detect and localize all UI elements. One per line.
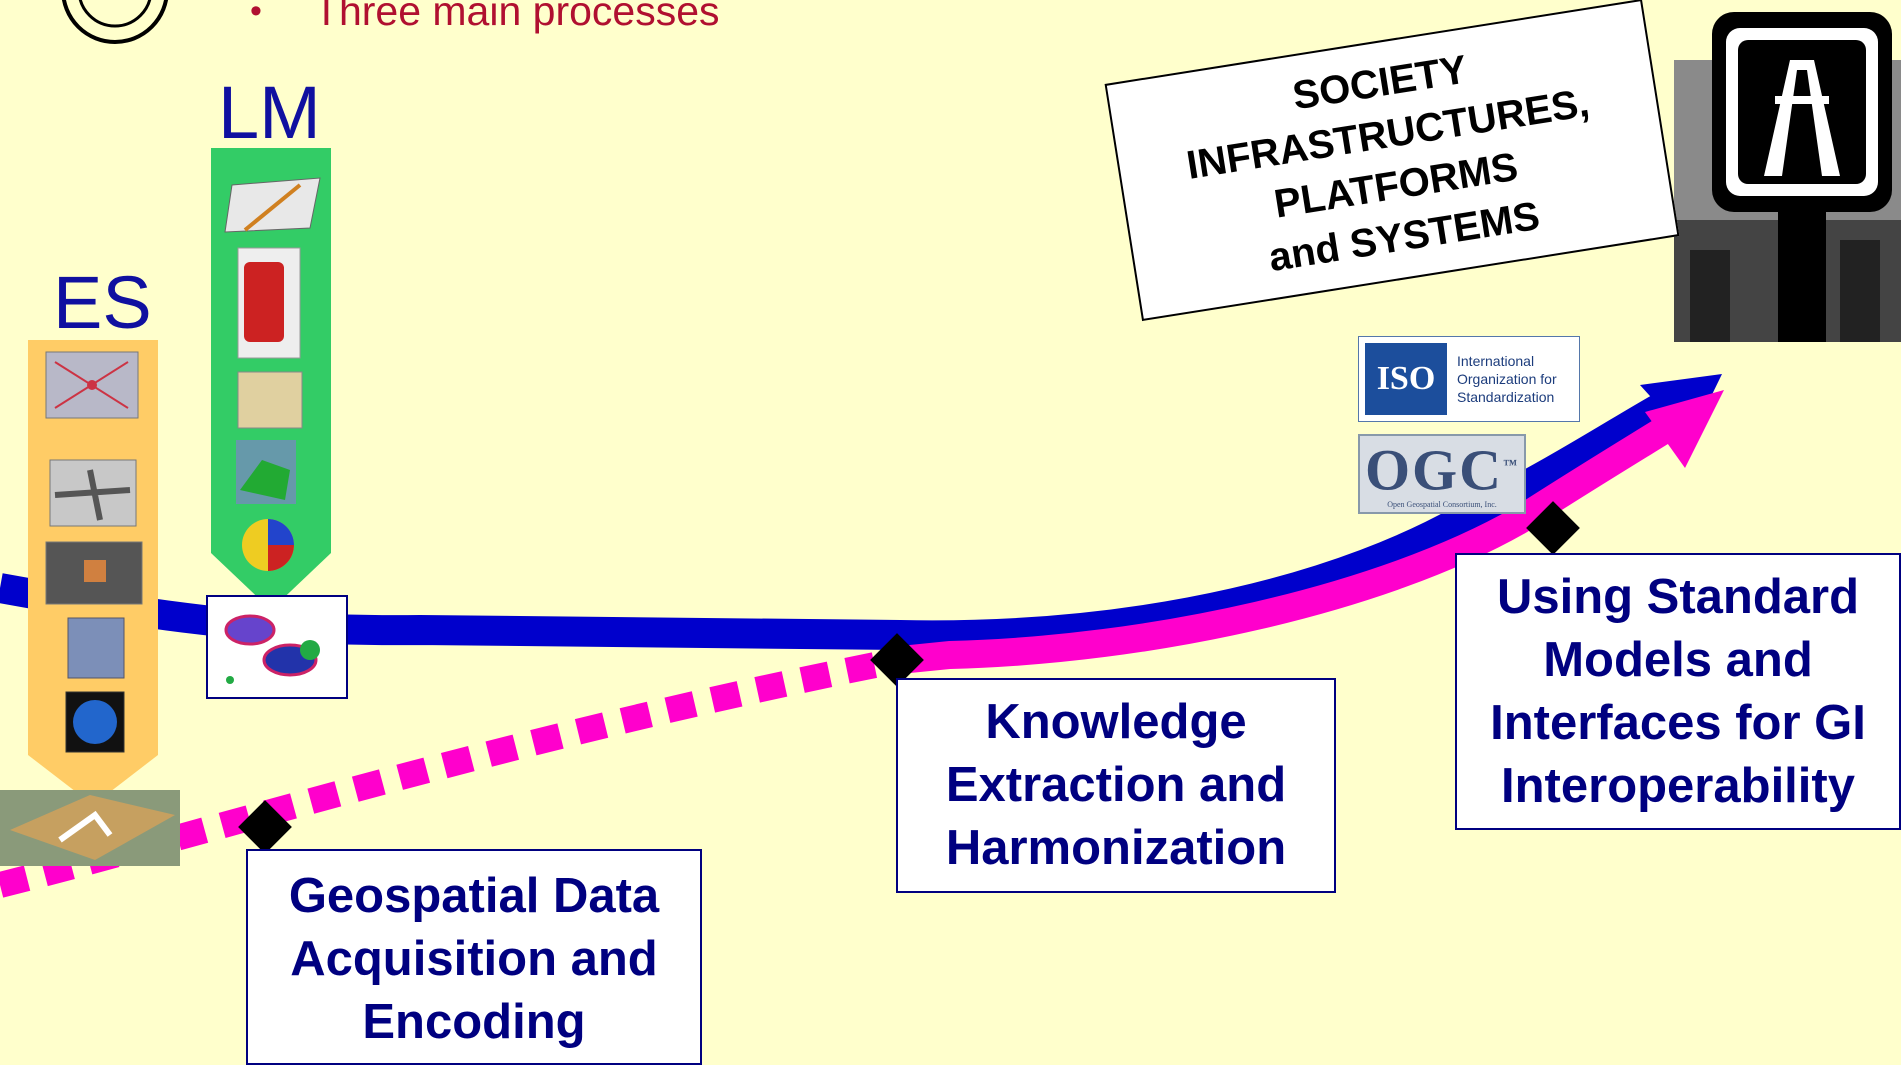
process-1-line-3: Encoding bbox=[362, 995, 586, 1049]
lm-3d-terrain-icon bbox=[236, 440, 296, 504]
lm-gps-device-icon bbox=[237, 247, 301, 359]
process-3-line-4: Interoperability bbox=[1501, 758, 1855, 813]
ogc-emblem: OGC™ bbox=[1360, 436, 1524, 500]
ogc-tm: ™ bbox=[1503, 458, 1520, 473]
ogc-logo: OGC™ Open Geospatial Consortium, Inc. bbox=[1358, 434, 1526, 514]
process-box-standards: Using Standard Models and Interfaces for… bbox=[1455, 553, 1901, 830]
ogc-emblem-text: OGC bbox=[1364, 437, 1504, 503]
es-network-icon bbox=[45, 351, 139, 419]
es-cube-icon bbox=[67, 617, 125, 679]
process-2-line-3: Harmonization bbox=[945, 821, 1287, 875]
process-box-knowledge: Knowledge Extraction and Harmonization bbox=[896, 678, 1336, 893]
es-satellite-icon bbox=[45, 541, 143, 605]
iso-logo: ISO International Organization for Stand… bbox=[1358, 336, 1580, 422]
lm-paper-map-icon bbox=[237, 371, 303, 429]
process-1-line-1: Geospatial Data bbox=[288, 869, 660, 923]
magenta-process-curve bbox=[898, 413, 1680, 674]
es-aircraft-icon bbox=[49, 459, 137, 527]
blue-process-curve bbox=[0, 391, 1673, 651]
process-1-line-2: Acquisition and bbox=[290, 932, 658, 986]
process-3-line-1: Using Standard bbox=[1496, 569, 1860, 624]
bullet-symbol: • bbox=[250, 0, 262, 30]
lm-label: LM bbox=[218, 71, 321, 154]
process-2-line-1: Knowledge bbox=[985, 695, 1247, 749]
bullet-text: Three main processes bbox=[313, 0, 720, 34]
process-3-line-2: Models and bbox=[1543, 632, 1813, 687]
process-box-acquisition: Geospatial Data Acquisition and Encoding bbox=[246, 849, 702, 1065]
lm-spatial-objects-icon bbox=[206, 595, 348, 699]
corner-logo-icon bbox=[61, 0, 169, 44]
process-2-line-2: Extraction and bbox=[945, 758, 1287, 812]
iso-line-1: International bbox=[1457, 353, 1535, 369]
iso-line-3: Standardization bbox=[1457, 389, 1555, 405]
iso-emblem: ISO bbox=[1365, 343, 1447, 415]
lm-map-drawing-icon bbox=[224, 177, 321, 233]
iso-line-2: Organization for bbox=[1457, 371, 1557, 387]
iso-name: International Organization for Standardi… bbox=[1457, 352, 1557, 406]
header-bullet: • Three main processes bbox=[250, 0, 720, 35]
magenta-arrowhead bbox=[1645, 390, 1724, 468]
process-3-line-3: Interfaces for GI bbox=[1490, 695, 1866, 750]
highway-city-icon bbox=[1674, 12, 1901, 342]
terrain-map-icon bbox=[0, 790, 180, 866]
es-label: ES bbox=[53, 261, 152, 344]
es-globe-icon bbox=[65, 691, 125, 753]
ogc-subtitle: Open Geospatial Consortium, Inc. bbox=[1387, 500, 1497, 510]
lm-pie-chart-icon bbox=[242, 519, 294, 571]
